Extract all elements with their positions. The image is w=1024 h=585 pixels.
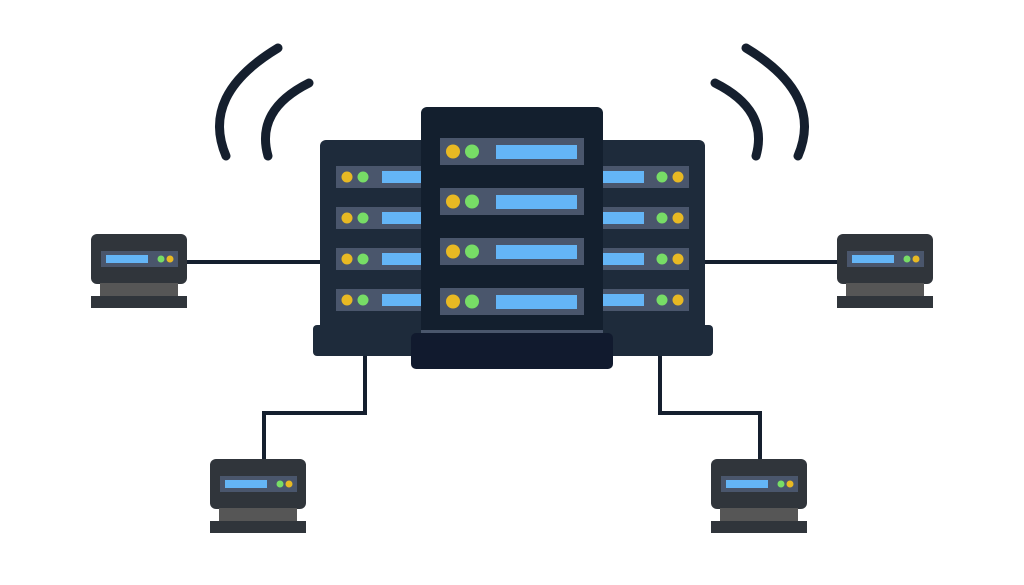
slot-display [600, 253, 644, 265]
slot-display [382, 212, 427, 224]
led-yellow [786, 480, 794, 488]
led-green [465, 194, 479, 209]
client-stand [720, 508, 798, 522]
led-yellow [912, 255, 920, 263]
slot-display [496, 195, 577, 209]
client-devices [91, 234, 933, 533]
led-green [357, 212, 369, 224]
slot-display [496, 145, 577, 159]
led-green [357, 171, 369, 183]
led-green [157, 255, 165, 263]
wifi-arc-inner-left [260, 78, 314, 161]
wifi-arc-inner-right [710, 78, 764, 161]
rack-base [313, 325, 433, 356]
rack-body [585, 140, 705, 335]
client-display [726, 480, 768, 488]
wifi-signal-icons [215, 43, 809, 161]
slot-display [600, 212, 644, 224]
led-yellow [672, 294, 684, 306]
client-stand [219, 508, 297, 522]
led-green [357, 294, 369, 306]
led-yellow [341, 171, 353, 183]
led-green [465, 294, 479, 309]
rack-body [320, 140, 440, 335]
led-yellow [446, 244, 460, 259]
led-yellow [285, 480, 293, 488]
client-bottom-left [210, 459, 306, 533]
client-display [106, 255, 148, 263]
led-green [656, 253, 668, 265]
led-yellow [672, 253, 684, 265]
wifi-arc-outer-right [741, 43, 809, 161]
led-yellow [446, 194, 460, 209]
led-yellow [166, 255, 174, 263]
led-green [777, 480, 785, 488]
led-yellow [341, 212, 353, 224]
led-yellow [341, 253, 353, 265]
led-green [656, 294, 668, 306]
client-bottom-right [711, 459, 807, 533]
led-yellow [446, 294, 460, 309]
led-green [903, 255, 911, 263]
slot-display [382, 253, 427, 265]
client-base [210, 521, 306, 533]
client-left [91, 234, 187, 308]
cable-bottom-right [658, 354, 762, 460]
led-yellow [341, 294, 353, 306]
client-display [225, 480, 267, 488]
led-yellow [672, 212, 684, 224]
led-green [465, 244, 479, 259]
rack-base [593, 325, 713, 356]
led-green [357, 253, 369, 265]
slot-display [600, 171, 644, 183]
led-green [656, 171, 668, 183]
client-base [91, 296, 187, 308]
network-cables [187, 260, 837, 460]
rack-base-edge [421, 330, 603, 333]
cable-bottom-left [262, 354, 367, 460]
led-green [656, 212, 668, 224]
server-rack-left [313, 140, 440, 356]
server-racks [313, 107, 713, 369]
wifi-arc-outer-left [215, 43, 283, 161]
slot-display [382, 294, 427, 306]
led-yellow [446, 144, 460, 159]
server-rack-right [585, 140, 713, 356]
slot-display [600, 294, 644, 306]
led-green [465, 144, 479, 159]
rack-base [411, 333, 613, 369]
server-rack-front [411, 107, 613, 369]
client-stand [100, 283, 178, 297]
led-green [276, 480, 284, 488]
slot-display [496, 245, 577, 259]
client-base [711, 521, 807, 533]
client-stand [846, 283, 924, 297]
client-display [852, 255, 894, 263]
slot-display [382, 171, 427, 183]
client-base [837, 296, 933, 308]
led-yellow [672, 171, 684, 183]
slot-display [496, 295, 577, 309]
client-right [837, 234, 933, 308]
